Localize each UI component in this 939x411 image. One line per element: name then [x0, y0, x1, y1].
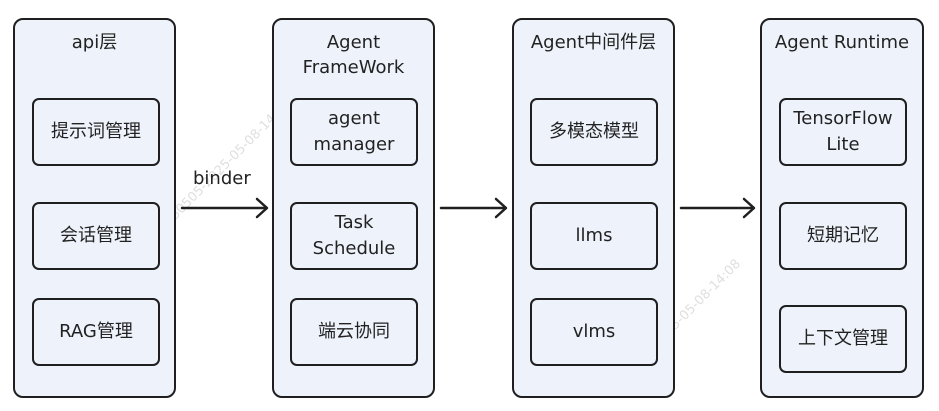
node-multimodal-model: 多模态模型	[530, 98, 658, 166]
node-short-term-memory: 短期记忆	[779, 202, 907, 270]
node-llms: llms	[530, 202, 658, 270]
column-agent-middleware: Agent中间件层 多模态模型 llms vlms	[512, 18, 675, 398]
column-agent-runtime: Agent Runtime TensorFlow Lite 短期记忆 上下文管理	[760, 18, 924, 398]
node-tensorflow-lite: TensorFlow Lite	[779, 98, 907, 166]
node-device-cloud-collab: 端云协同	[290, 298, 418, 366]
column-title: Agent中间件层	[530, 32, 657, 53]
arrowhead-icon	[255, 197, 269, 219]
column-api-layer: api层 提示词管理 会话管理 RAG管理	[13, 18, 176, 398]
node-vlms: vlms	[530, 298, 658, 366]
edge-label-binder: binder	[193, 168, 251, 189]
column-agent-framework: Agent FrameWork agent manager Task Sched…	[272, 18, 435, 398]
column-title: Agent Runtime	[774, 32, 910, 53]
node-session-management: 会话管理	[32, 202, 160, 270]
arrowhead-icon	[494, 197, 508, 219]
node-prompt-management: 提示词管理	[32, 98, 160, 166]
arrowhead-icon	[742, 197, 756, 219]
node-context-management: 上下文管理	[779, 305, 907, 373]
node-agent-manager: agent manager	[290, 98, 418, 166]
column-title: Agent FrameWork	[302, 32, 405, 78]
column-title: api层	[71, 32, 118, 53]
node-task-schedule: Task Schedule	[290, 202, 418, 270]
node-rag-management: RAG管理	[32, 298, 160, 366]
